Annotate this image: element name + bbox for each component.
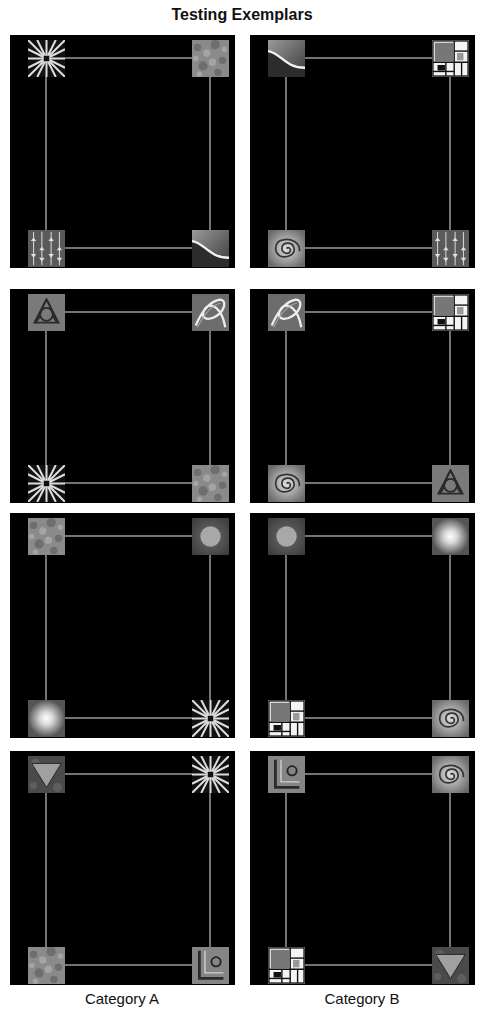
exemplar-panel bbox=[10, 513, 235, 738]
category-label: Category A bbox=[85, 990, 159, 1007]
category-label: Category B bbox=[324, 990, 399, 1007]
exemplar-panel bbox=[10, 289, 235, 503]
exemplar-panel bbox=[10, 35, 235, 268]
exemplar-panel bbox=[250, 513, 475, 738]
exemplar-panel bbox=[250, 35, 475, 268]
figure-title: Testing Exemplars bbox=[171, 6, 312, 24]
exemplar-panel bbox=[10, 751, 235, 985]
exemplar-panel bbox=[250, 289, 475, 503]
exemplar-panel bbox=[250, 751, 475, 985]
